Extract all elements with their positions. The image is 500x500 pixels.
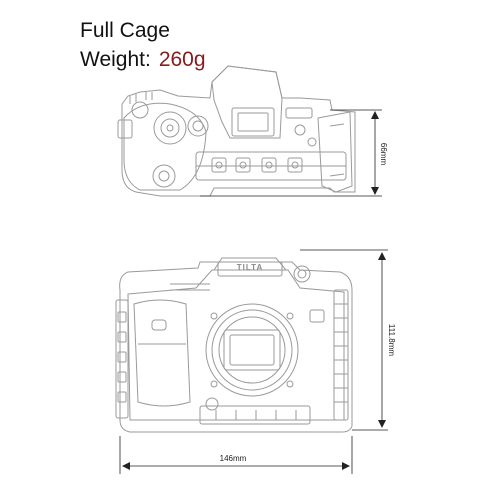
weight-label: Weight: — [80, 48, 151, 71]
lens-mount — [205, 303, 299, 397]
front-view-camera-body — [127, 269, 345, 421]
depth-dimension: 66mm — [200, 109, 388, 197]
page-title: Full Cage — [80, 19, 170, 43]
front-view-cage-outline — [119, 261, 353, 433]
title-text: Full Cage — [80, 19, 170, 42]
front-view-base-plate — [199, 405, 311, 425]
width-label: 146mm — [220, 454, 247, 463]
top-view-grip — [123, 102, 207, 191]
sensor — [223, 329, 281, 371]
rear-dial — [152, 164, 176, 188]
weight-value: 260g — [158, 48, 206, 71]
top-view — [117, 65, 356, 197]
top-view-lcd — [231, 107, 275, 137]
height-label: 111.8mm — [387, 324, 396, 356]
top-view-handle — [317, 111, 353, 193]
depth-label: 66mm — [379, 143, 388, 166]
weight-line: Weight: 260g — [80, 48, 206, 72]
front-view-left-rail — [115, 299, 129, 419]
width-dimension: 146mm — [119, 436, 353, 474]
top-view-viewfinder — [211, 65, 283, 139]
mode-dial — [153, 111, 187, 145]
front-view-grip — [133, 299, 191, 407]
height-dimension: 111.8mm — [300, 249, 396, 431]
front-view-right-rail — [333, 289, 349, 421]
brand-logo: TILTA — [237, 263, 263, 272]
front-view — [115, 257, 353, 433]
